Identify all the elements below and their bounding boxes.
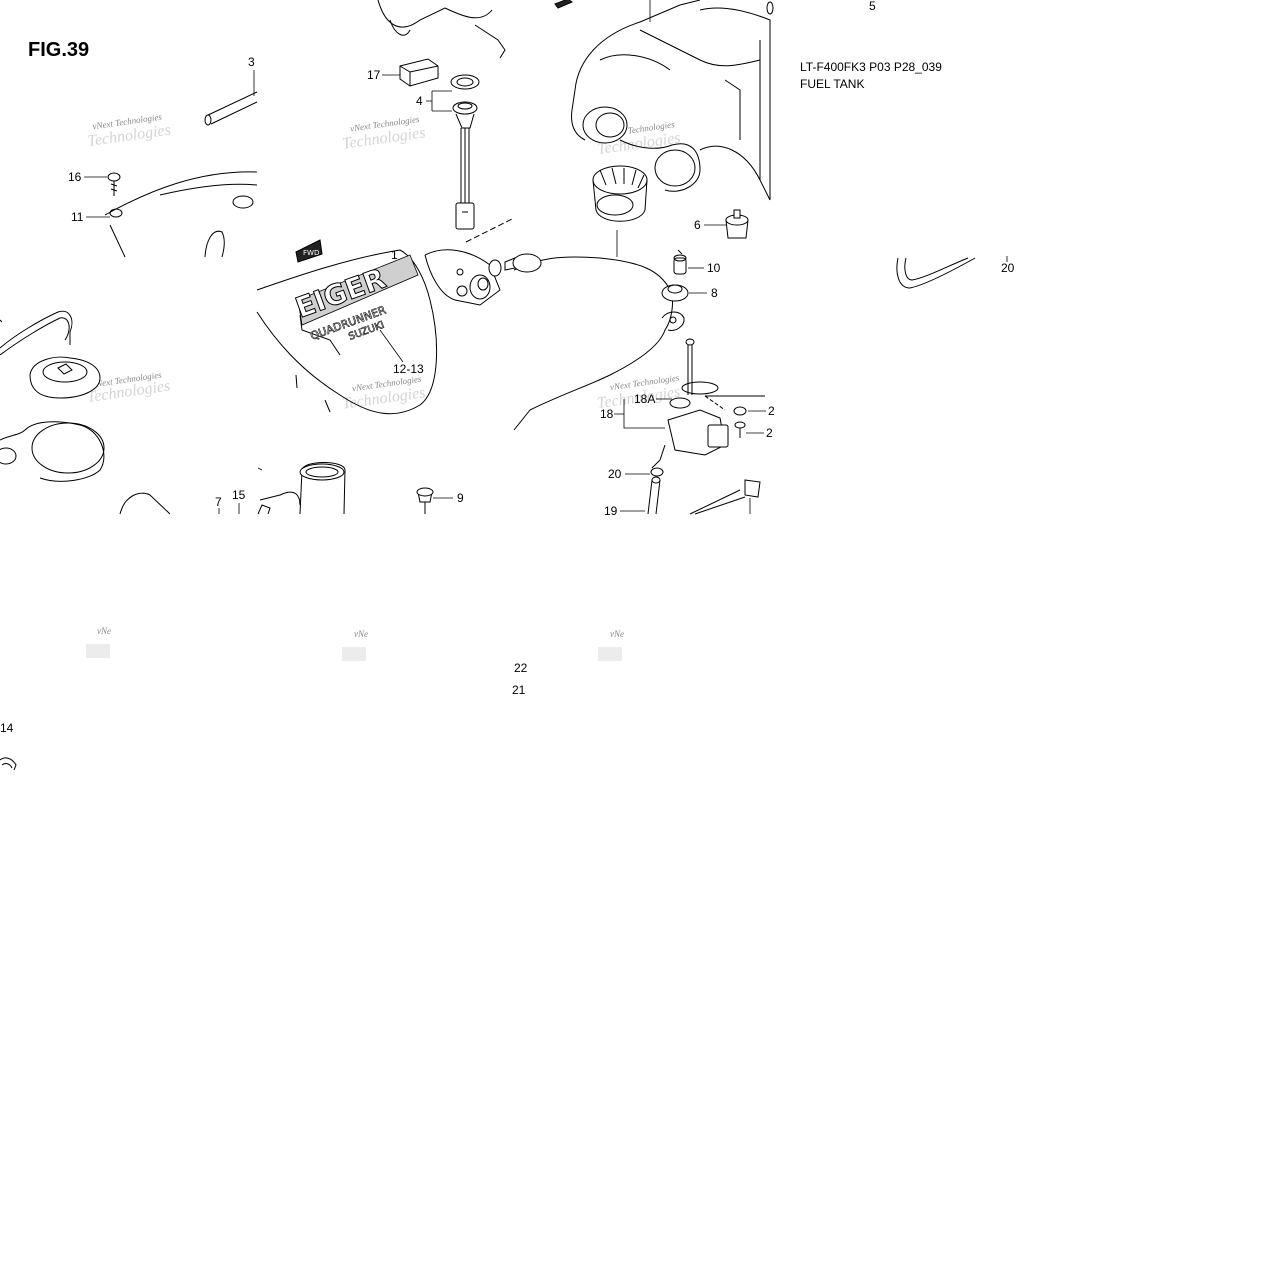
watermark-smudge [86,644,110,658]
watermark-smudge [598,647,622,661]
breather-pipe [204,91,258,126]
cap-bolt [416,487,434,514]
tile-top-middle: FWD EIGER QUADRUNNER SUZUKI [256,0,516,515]
grommet-8 [661,284,689,302]
callout-19: 19 [604,504,618,518]
screw-2 [734,421,746,438]
callout-18: 18 [600,407,614,421]
fuel-valve [650,338,765,477]
callout-22: 22 [514,661,528,675]
callout-15: 15 [232,488,246,502]
callout-10: 10 [707,261,721,275]
callouts: 5 3 17 4 16 11 1 6 10 8 20 12-13 [0,0,1015,771]
direction-arrow [554,0,573,9]
fuel-level-gauge [450,74,480,230]
watermarks: Technologies vNext Technologies Technolo… [86,112,682,661]
callout-5: 5 [869,0,876,13]
callout-17: 17 [367,68,381,82]
callout-3: 3 [248,55,255,69]
fuel-hose [647,476,761,515]
callout-14: 14 [0,721,14,735]
callout-11: 11 [71,210,84,224]
section-name: FUEL TANK [800,77,864,91]
rubber-pad [399,58,439,87]
callout-21: 21 [512,683,526,697]
callout-20: 20 [608,467,622,481]
cushion-set [469,257,516,300]
model-code: LT-F400FK3 P03 P28_039 [800,60,942,74]
callout-4: 4 [416,94,423,108]
fwd-label: FWD [303,249,319,257]
callout-20: 20 [1001,261,1015,275]
callout-8: 8 [711,286,718,300]
tapping-screw [107,172,121,196]
fwd-arrow-mark: FWD [295,239,323,263]
watermark-text: vNe [354,629,368,639]
watermark-smudge [342,647,366,661]
tile-middle-left [0,310,171,515]
watermark-text: vNe [97,626,111,636]
cushion-6 [725,209,749,239]
callout-18a: 18A [634,392,655,406]
filler-neck [257,462,346,515]
callout-7: 7 [215,495,222,509]
fuel-tank-body [571,0,774,201]
tank-filler-opening [0,421,171,515]
washer-2 [733,406,747,416]
watermark-text: vNe [610,629,624,639]
callout-16: 16 [68,170,82,184]
tile-top-right [512,0,774,515]
side-cover-panel [104,171,258,258]
callout-12-13: 12-13 [393,362,424,376]
tank-cap-ring [592,165,648,257]
callout-2: 2 [766,426,773,440]
edge-fragment [0,319,3,323]
callout-2: 2 [768,404,775,418]
callout-1: 1 [391,248,398,262]
cushion-10 [673,249,687,275]
callout-9: 9 [457,491,464,505]
callout-6: 6 [694,218,701,232]
leader-fragment [257,467,263,471]
tile-top-left [104,91,258,258]
figure-title: FIG.39 [28,39,89,61]
fuel-tank-cap [29,356,101,399]
